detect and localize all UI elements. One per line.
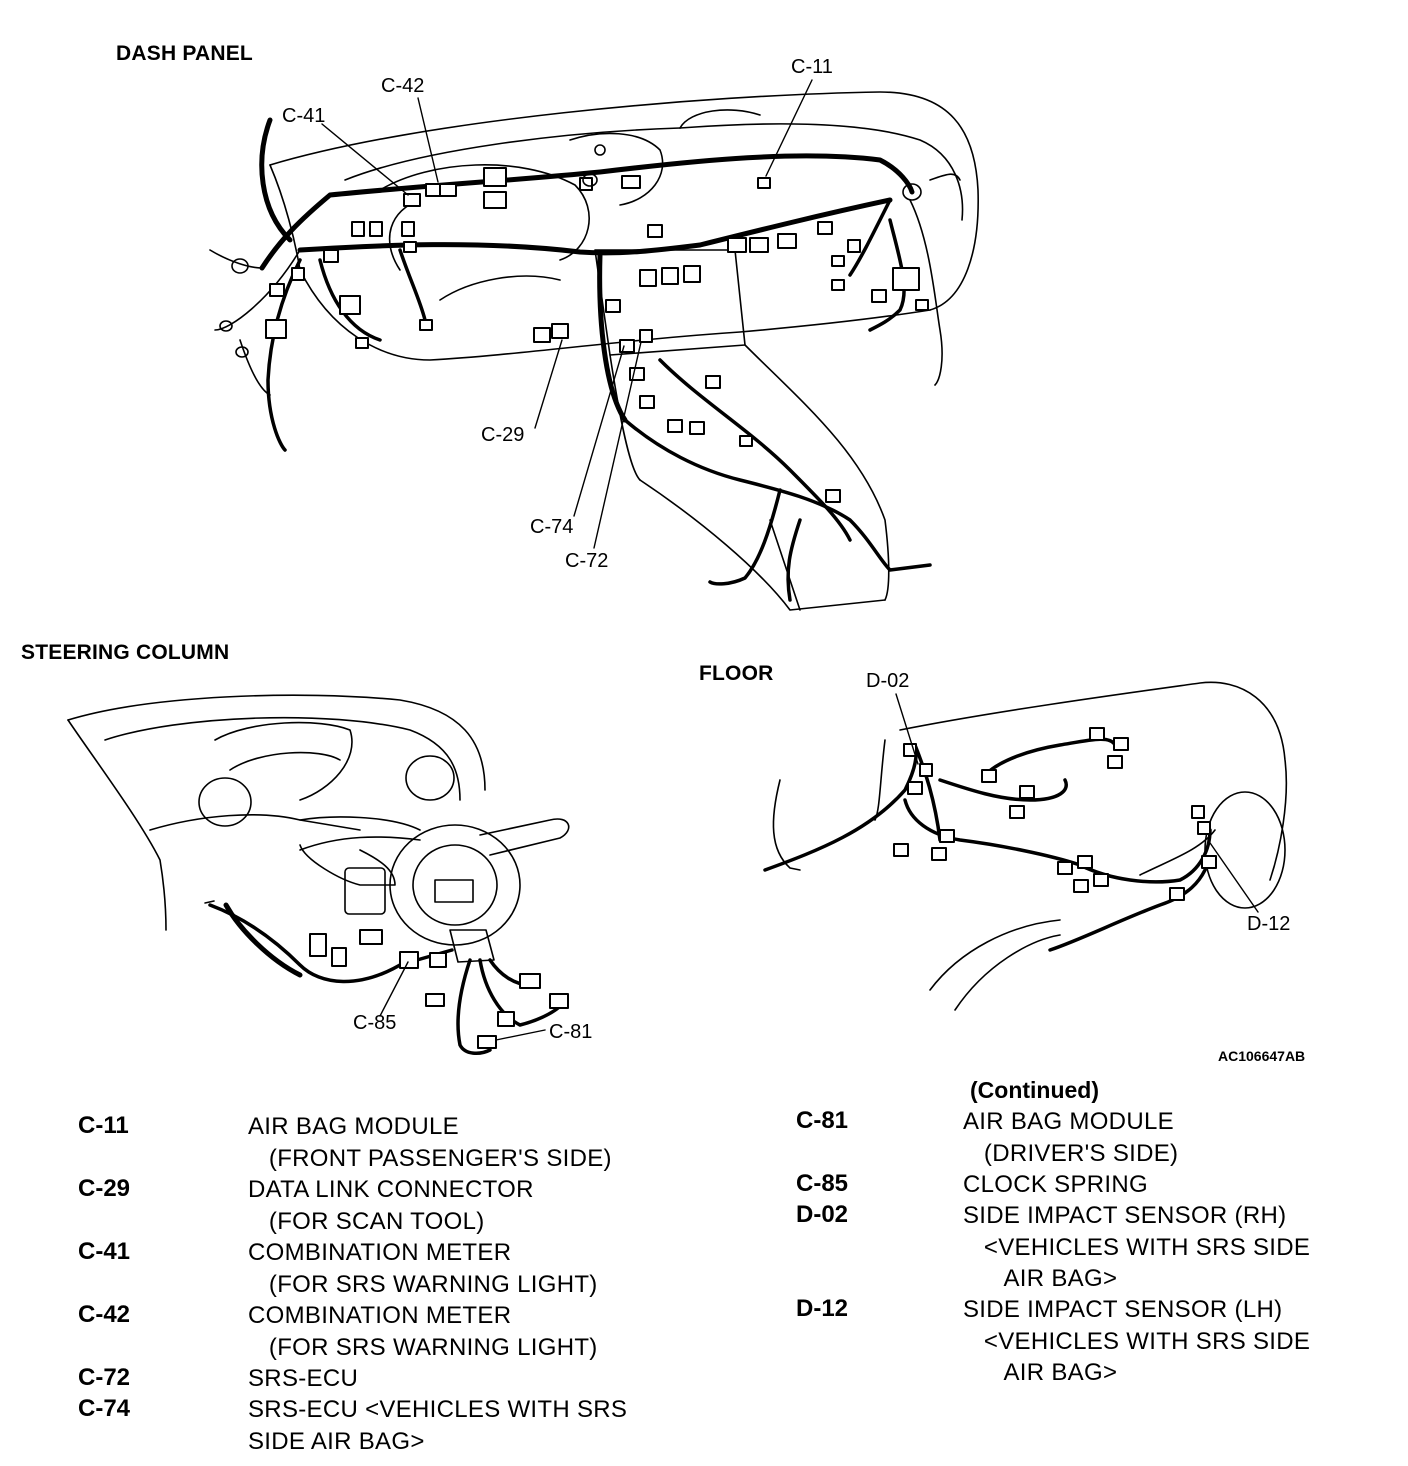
steering-column-drawing [67, 694, 570, 1056]
legend-code: D-02 [796, 1201, 849, 1228]
legend-description: COMBINATION METER (FOR SRS WARNING LIGHT… [248, 1302, 598, 1361]
legend-description: CLOCK SPRING [963, 1171, 1148, 1198]
legend-continued-heading: (Continued) [970, 1077, 1100, 1103]
legend-code: C-41 [78, 1238, 131, 1265]
callout-c-81: C-81 [549, 1021, 593, 1043]
legend-description: AIR BAG MODULE (FRONT PASSENGER'S SIDE) [248, 1113, 612, 1172]
legend-description: SIDE IMPACT SENSOR (RH) <VEHICLES WITH S… [963, 1202, 1311, 1292]
callout-c-42: C-42 [381, 75, 425, 97]
legend-code: C-11 [78, 1112, 129, 1139]
callout-c-41: C-41 [282, 105, 326, 127]
callout-c-85: C-85 [353, 1012, 397, 1034]
dash-panel-drawing [209, 79, 979, 611]
floor-drawing [763, 681, 1288, 1011]
legend-description: COMBINATION METER (FOR SRS WARNING LIGHT… [248, 1239, 598, 1298]
callout-d-12: D-12 [1247, 913, 1291, 935]
legend-code: C-29 [78, 1175, 131, 1202]
legend-description: SRS-ECU <VEHICLES WITH SRS SIDE AIR BAG> [248, 1396, 628, 1455]
callout-c-11: C-11 [791, 56, 833, 78]
callout-d-02: D-02 [866, 670, 910, 692]
legend-code: C-85 [796, 1170, 849, 1197]
legend-description: AIR BAG MODULE (DRIVER'S SIDE) [963, 1108, 1179, 1167]
section-title-dash-panel: DASH PANEL [116, 42, 253, 65]
callout-c-74: C-74 [530, 516, 574, 538]
callout-c-72: C-72 [565, 550, 609, 572]
legend-code: D-12 [796, 1295, 849, 1322]
legend-code: C-72 [78, 1364, 131, 1391]
callout-c-29: C-29 [481, 424, 525, 446]
section-title-floor: FLOOR [699, 662, 774, 685]
section-title-steering-column: STEERING COLUMN [21, 641, 230, 664]
legend-code: C-81 [796, 1107, 849, 1134]
legend-description: SIDE IMPACT SENSOR (LH) <VEHICLES WITH S… [963, 1296, 1311, 1386]
legend-code: C-74 [78, 1395, 131, 1422]
legend-description: DATA LINK CONNECTOR (FOR SCAN TOOL) [248, 1176, 534, 1235]
legend-code: C-42 [78, 1301, 131, 1328]
legend-description: SRS-ECU [248, 1365, 359, 1392]
figure-reference-id: AC106647AB [1218, 1048, 1306, 1064]
